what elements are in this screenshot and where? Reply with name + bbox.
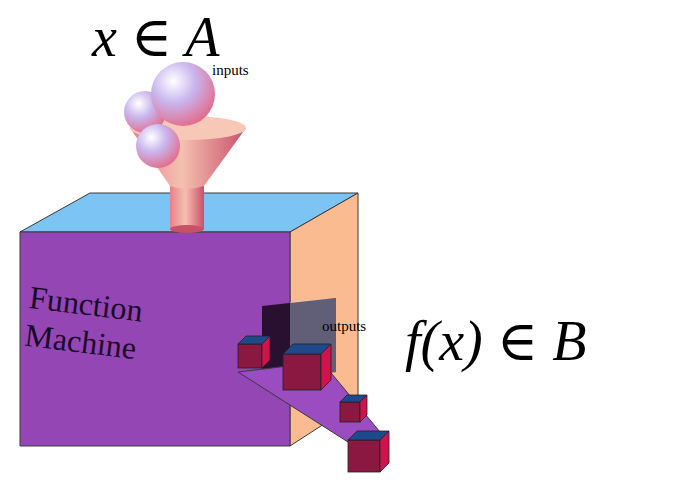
- output-cube: [283, 344, 331, 390]
- output-cube: [348, 431, 389, 472]
- output-cube: [238, 336, 270, 368]
- input-ball: [151, 62, 215, 126]
- inputs-label: inputs: [212, 62, 249, 79]
- input-ball: [136, 124, 180, 168]
- box-front: [20, 232, 290, 446]
- input-set-label: x ∈ A: [92, 4, 220, 69]
- machine-box: Function Machine: [20, 232, 260, 446]
- funnel-neck: [170, 185, 204, 229]
- funnel-base: [170, 225, 204, 233]
- output-set-label: f(x) ∈ B: [405, 308, 586, 373]
- outputs-label: outputs: [322, 318, 366, 335]
- machine-name: Function Machine: [23, 278, 219, 377]
- output-cube: [340, 395, 367, 422]
